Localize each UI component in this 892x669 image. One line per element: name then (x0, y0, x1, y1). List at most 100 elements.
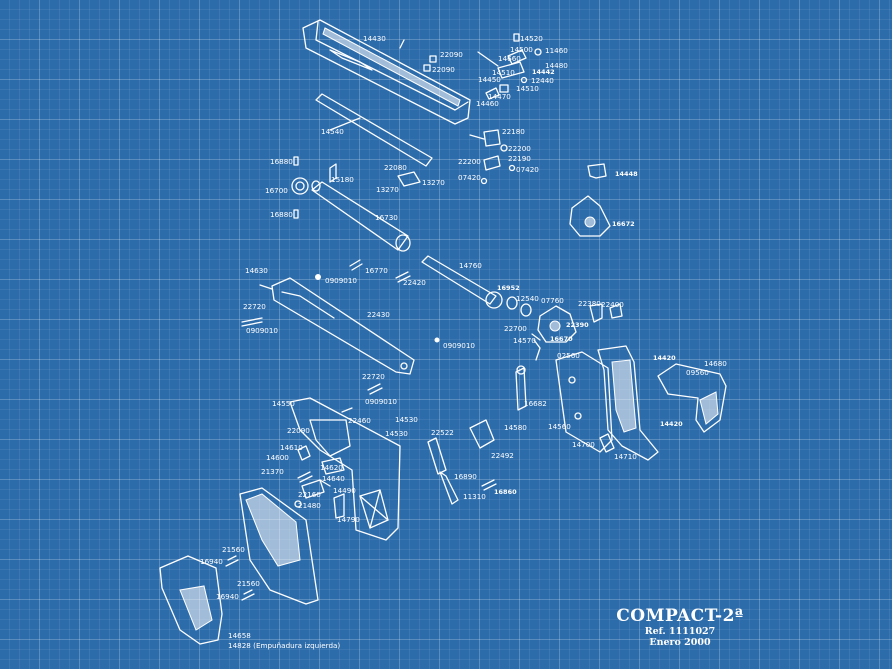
label-14560: 14560 (548, 422, 571, 431)
label-22430: 22430 (367, 310, 390, 319)
label-21560: 21560 (237, 579, 260, 588)
label-14710: 14710 (614, 452, 637, 461)
label-13270: 13270 (376, 185, 399, 194)
label-14460: 14460 (476, 99, 499, 108)
frame-part (289, 397, 401, 541)
label-14480: 14480 (545, 61, 568, 70)
label-22160: 22160 (298, 490, 321, 499)
label-22380: 22380 (578, 299, 601, 308)
label-22200: 22200 (458, 157, 481, 166)
label-14610: 14610 (280, 443, 303, 452)
frame-small-parts (294, 445, 345, 519)
label-22700: 22700 (504, 324, 527, 333)
rear-sight-parts (485, 33, 542, 100)
label-14530: 14530 (385, 429, 408, 438)
label-21560: 21560 (222, 545, 245, 554)
sear-housing-parts (480, 129, 516, 185)
label-16670: 16670 (550, 335, 573, 343)
label-22522: 22522 (431, 428, 454, 437)
label-14660: 14660 (498, 54, 521, 63)
connecting-rod-part (271, 277, 415, 375)
drawing-date: Enero 2000 (649, 637, 711, 648)
label-22720: 22720 (243, 302, 266, 311)
label-16700: 16700 (265, 186, 288, 195)
label-22200: 22200 (508, 144, 531, 153)
label-15180: 15180 (331, 175, 354, 184)
label-02560: 02560 (557, 351, 580, 360)
label-22090: 22090 (440, 50, 463, 59)
label-14570: 14570 (513, 336, 536, 345)
label-22090: 22090 (287, 426, 310, 435)
label-22720: 22720 (362, 372, 385, 381)
label-12540: 12540 (516, 294, 539, 303)
label-14790: 14790 (337, 515, 360, 524)
label-14430: 14430 (363, 34, 386, 43)
label-14448: 14448 (615, 170, 638, 178)
label-14640: 14640 (322, 474, 345, 483)
label-14760: 14760 (459, 261, 482, 270)
label-22080: 22080 (384, 163, 407, 172)
label-22400: 22400 (601, 300, 624, 309)
label-16952: 16952 (497, 284, 520, 292)
label-16890: 16890 (454, 472, 477, 481)
label-21370: 21370 (261, 467, 284, 476)
label-09560: 09560 (686, 368, 709, 377)
leader-lines (259, 39, 541, 487)
label-13270: 13270 (422, 178, 445, 187)
right-grip-panel (555, 345, 659, 461)
label-14700: 14700 (572, 440, 595, 449)
reference-number: Ref. 1111027 (644, 626, 716, 637)
label-14530: 14530 (395, 415, 418, 424)
label-11310: 11310 (463, 492, 486, 501)
guide-rod-part (421, 255, 532, 317)
label-14420: 14420 (660, 420, 683, 428)
label-14420: 14420 (653, 354, 676, 362)
label-14550: 14550 (272, 399, 295, 408)
label-16860: 16860 (494, 488, 517, 496)
label-16730: 16730 (375, 213, 398, 222)
label-16682: 16682 (524, 399, 547, 408)
label-16880: 16880 (270, 157, 293, 166)
label-14470: 14470 (488, 92, 511, 101)
small-pins (241, 55, 440, 413)
title-block: COMPACT-2ª Ref. 1111027 Enero 2000 (610, 606, 750, 648)
label-14680: 14680 (704, 359, 727, 368)
label-14630: 14630 (245, 266, 268, 275)
label-0909010: 0909010 (443, 341, 475, 350)
label-22460: 22460 (348, 416, 371, 425)
trigger-parts (427, 419, 497, 505)
barrel-part (315, 93, 433, 167)
bushing-part (291, 177, 309, 195)
model-name: COMPACT-2ª (616, 606, 744, 626)
label-14600: 14600 (266, 453, 289, 462)
label-0909010: 0909010 (365, 397, 397, 406)
label-22390: 22390 (566, 321, 589, 329)
label-14520: 14520 (520, 34, 543, 43)
label-12440: 12440 (531, 76, 554, 85)
label-16770: 16770 (365, 266, 388, 275)
label-22090: 22090 (432, 65, 455, 74)
grip-screws (225, 555, 255, 601)
label-16672: 16672 (612, 220, 635, 228)
recoil-tube-part (311, 180, 411, 252)
label-21480: 21480 (298, 501, 321, 510)
label-16940: 16940 (216, 592, 239, 601)
plunger-part (515, 365, 527, 411)
left-grip-panel (159, 487, 319, 645)
grip-base-piece (657, 363, 727, 433)
slide-part (302, 19, 471, 125)
label-16940: 16940 (200, 557, 223, 566)
label-14510: 14510 (516, 84, 539, 93)
label-14442: 14442 (532, 68, 555, 76)
label-07760: 07760 (541, 296, 564, 305)
label-16880: 16880 (270, 210, 293, 219)
label-14580: 14580 (504, 423, 527, 432)
label-14510: 14510 (492, 68, 515, 77)
label-14540: 14540 (321, 127, 344, 136)
label-22190: 22190 (508, 154, 531, 163)
label-0909010: 0909010 (246, 326, 278, 335)
label-14500: 14500 (510, 45, 533, 54)
label-14620: 14620 (320, 463, 343, 472)
